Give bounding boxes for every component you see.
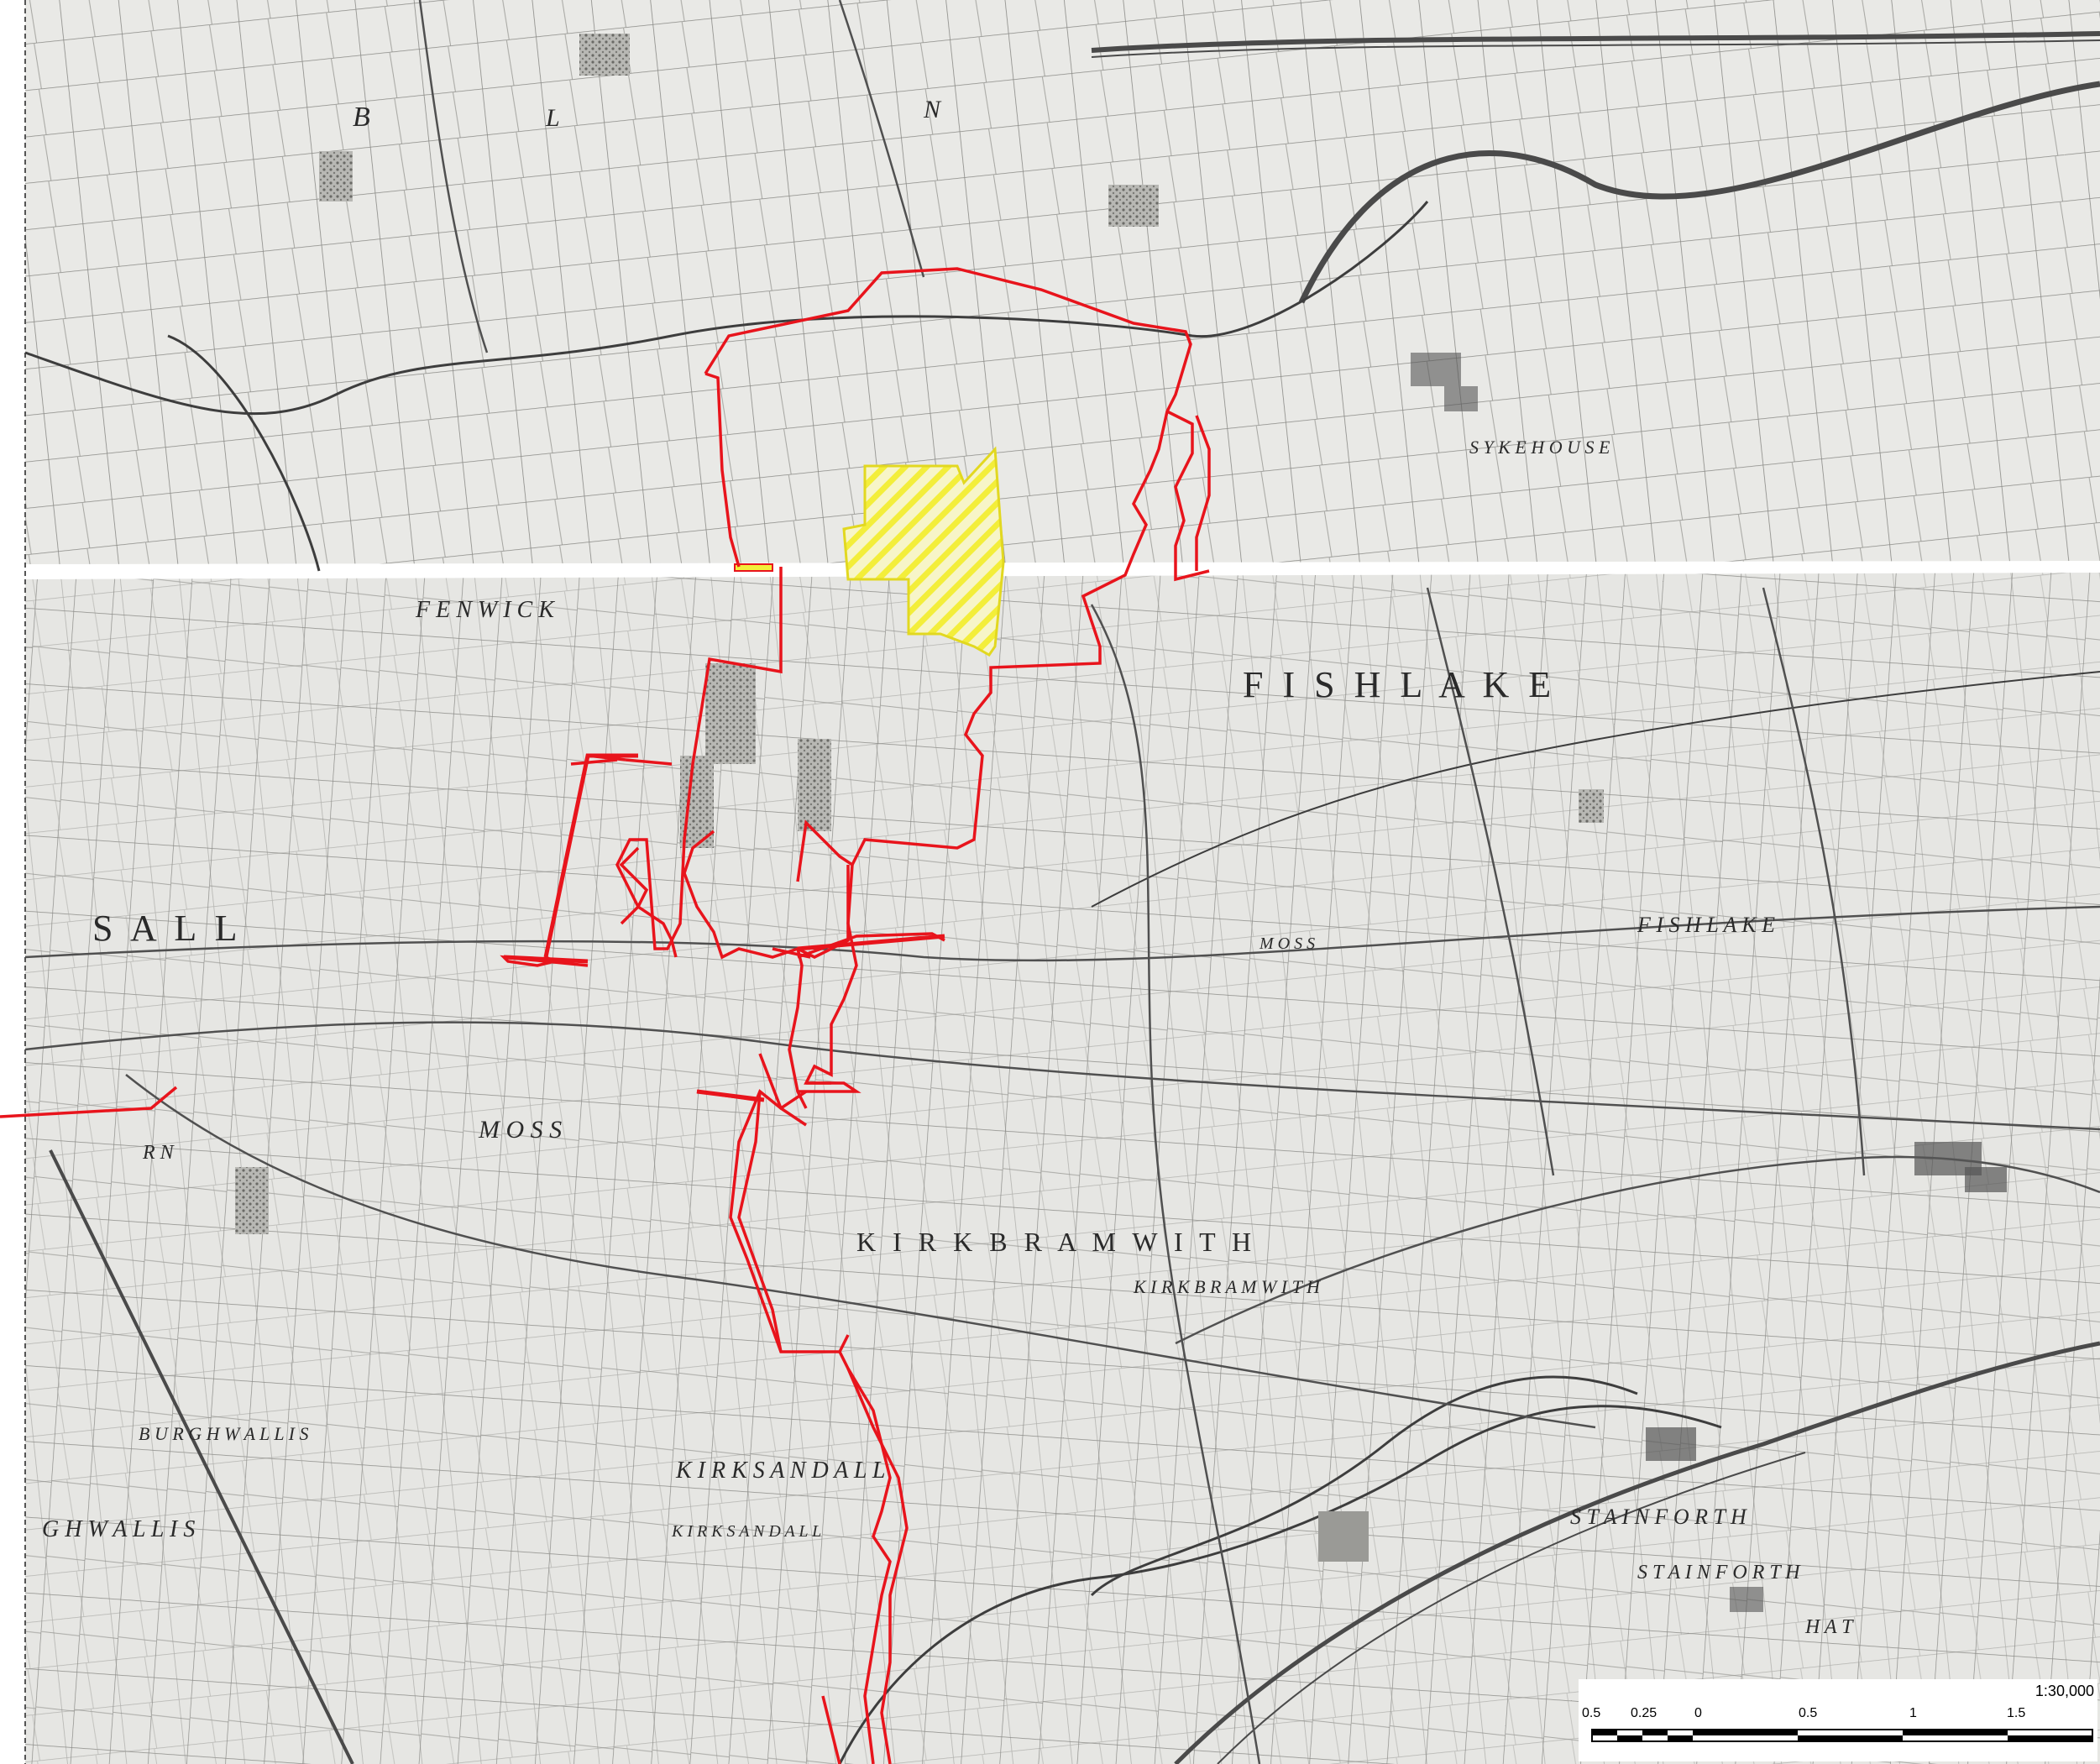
scale-ratio: 1:30,000 [2035, 1683, 2094, 1699]
boundary-lines-bold [503, 753, 945, 1102]
railway-lines [49, 31, 2100, 1764]
label-kirk-bramwith-small: K I R K B R A M W I T H [1133, 1276, 1321, 1297]
scale-tick-label: 0 [1694, 1706, 1702, 1720]
site-area[interactable] [842, 446, 1005, 657]
road-lines [24, 0, 2100, 1764]
scale-tick-label: 1.5 [2007, 1706, 2026, 1720]
label-moss-left: M O S S [478, 1116, 562, 1144]
scale-tick-label: 0.5 [1799, 1706, 1818, 1720]
scale-bar: 1:30,000 0.5 0.25 0 0.5 1 1.5 [1579, 1679, 2097, 1761]
label-sall: S A L L [92, 908, 243, 949]
label-moss-right: M O S S [1259, 934, 1315, 953]
river-lines [24, 201, 2100, 1764]
place-labels: B L N F E N W I C K S Y K E H O U S E F … [42, 96, 1854, 1638]
north-boundary [704, 267, 1192, 882]
label-rn: R N [142, 1142, 175, 1164]
label-ghwallis: G H W A L L I S [42, 1516, 195, 1542]
settlements [1411, 353, 2007, 1612]
label-kirk-sandall: K I R K S A N D A L L [675, 1458, 886, 1484]
label-sykehouse: S Y K E H O U S E [1469, 437, 1610, 458]
woodland [235, 34, 1604, 1562]
sheet-join [25, 561, 2100, 579]
label-b: B [353, 102, 370, 133]
label-kirk-sandall-small: K I R K S A N D A L L [671, 1522, 821, 1541]
scale-bar-graphic [1591, 1729, 2093, 1742]
label-fishlake-small: F I S H L A K E [1637, 913, 1775, 937]
label-hat: H A T [1804, 1616, 1854, 1638]
scale-tick-label: 0.5 [1582, 1706, 1601, 1720]
label-fenwick: F E N W I C K [415, 597, 555, 623]
label-n: N [923, 96, 942, 123]
label-stainforth: S T A I N F O R T H [1570, 1505, 1747, 1529]
label-l: L [545, 104, 560, 132]
scale-tick-label: 0.25 [1631, 1706, 1657, 1720]
label-burghwallis: B U R G H W A L L I S [139, 1423, 309, 1444]
label-stainforth-small: S T A I N F O R T H [1637, 1562, 1801, 1583]
label-fishlake: F I S H L A K E [1243, 664, 1556, 705]
scale-tick-label: 1 [1909, 1706, 1917, 1720]
label-kirk-bramwith: K I R K B R A M W I T H [856, 1227, 1256, 1257]
